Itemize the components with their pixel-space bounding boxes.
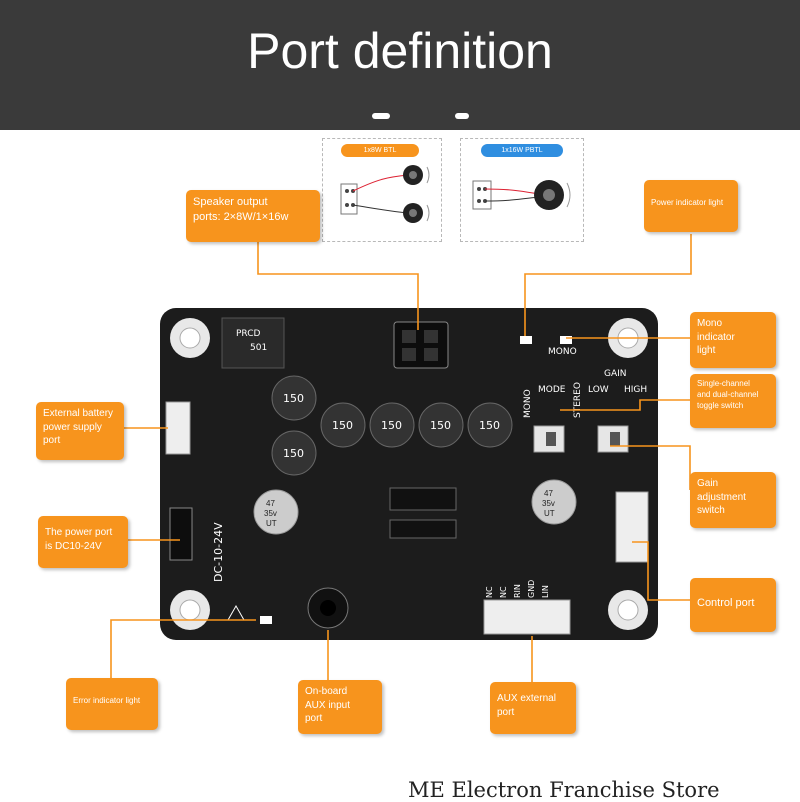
page-title: Port definition xyxy=(247,23,553,79)
pin-label: LIN xyxy=(541,585,550,598)
label-line: Mono xyxy=(697,318,723,329)
capacitor-label: 35v xyxy=(542,499,555,508)
inductors xyxy=(271,375,513,476)
battery-port-label: External battery power supply port xyxy=(36,402,124,460)
power-port-label: The power port is DC10-24V xyxy=(38,516,128,568)
inductor-label: 150 xyxy=(430,419,451,432)
power-led xyxy=(520,336,532,344)
label-line: port xyxy=(43,435,61,446)
header-banner: Port definition xyxy=(0,0,800,130)
label-line: External battery xyxy=(43,408,114,419)
label-line: is DC10-24V xyxy=(45,540,102,552)
inductor-label: 150 xyxy=(283,447,304,460)
pin-label: NC xyxy=(485,586,494,598)
inductor-label: 150 xyxy=(332,419,353,432)
inset-pbtl-pill: 1x16W PBTL xyxy=(481,144,563,157)
stereo-label: STEREO xyxy=(573,382,583,418)
pin-label: RIN xyxy=(513,584,522,598)
capacitor-right xyxy=(531,479,577,525)
label-line: Speaker output xyxy=(193,196,268,208)
label-line: The power port xyxy=(45,527,113,538)
gain-switch-label: Gain adjustment switch xyxy=(690,472,776,528)
mono-indicator-label: Mono indicator light xyxy=(690,312,776,368)
power-module xyxy=(221,317,285,369)
mono-led-label: MONO xyxy=(548,347,577,357)
aux-input-label: On-board AUX input port xyxy=(298,680,382,734)
inset-btl-speakers xyxy=(340,165,430,223)
low-label: LOW xyxy=(588,385,609,395)
control-connector xyxy=(615,491,649,563)
callout-lines xyxy=(110,234,692,682)
label-line: Single-channel xyxy=(697,379,750,388)
dc-voltage-label: DC-10-24V xyxy=(212,522,225,582)
capacitor-label: UT xyxy=(266,519,277,528)
capacitor-label: 35v xyxy=(264,509,277,518)
power-indicator-label: Power indicator light xyxy=(644,180,738,232)
label-line: and dual-channel xyxy=(697,389,759,399)
battery-connector xyxy=(165,401,191,455)
label-line: power supply xyxy=(43,421,102,433)
capacitor-left xyxy=(253,489,299,535)
inductor-label: 150 xyxy=(479,419,500,432)
store-watermark: ME Electron Franchise Store xyxy=(408,778,720,802)
carousel-dot-active[interactable] xyxy=(372,113,390,119)
inset-pbtl-diagram: 1x16W PBTL xyxy=(460,138,584,242)
inductor-label: 150 xyxy=(381,419,402,432)
inset-pbtl-speaker xyxy=(472,180,571,210)
mono-label: MONO xyxy=(523,389,533,418)
amp-chip xyxy=(389,487,457,511)
pin-label: GND xyxy=(527,580,536,598)
label-line: light xyxy=(697,345,716,356)
carousel-dot[interactable] xyxy=(455,113,469,119)
label-line: On-board xyxy=(305,686,348,697)
capacitor-label: 47 xyxy=(266,499,275,508)
model-label-1: PRCD xyxy=(236,329,261,339)
speaker-terminal xyxy=(393,321,449,369)
high-label: HIGH xyxy=(624,385,647,395)
aux-header xyxy=(483,599,571,635)
channel-switch-label: Single-channel and dual-channel toggle s… xyxy=(690,374,776,428)
amp-chip xyxy=(389,519,457,539)
error-led xyxy=(260,616,272,624)
label-line: adjustment xyxy=(697,491,746,503)
label-line: indicator xyxy=(697,331,735,343)
dc-jack xyxy=(169,507,193,561)
error-indicator-label: Error indicator light xyxy=(66,678,158,730)
label-line: port xyxy=(305,713,323,724)
control-port-label: Control port xyxy=(690,578,776,632)
aux-external-label: AUX external port xyxy=(490,682,576,734)
label-line: toggle switch xyxy=(697,400,744,410)
speaker-output-label: Speaker output ports: 2×8W/1×16w xyxy=(186,190,320,242)
capacitor-label: UT xyxy=(544,509,555,518)
gain-label: GAIN xyxy=(604,369,627,379)
label-line: AUX external xyxy=(497,693,556,704)
label-line: ports: 2×8W/1×16w xyxy=(193,210,289,223)
inset-btl-diagram: 1x8W BTL xyxy=(322,138,442,242)
label-line: Gain xyxy=(697,478,719,489)
pin-label: NC xyxy=(499,586,508,598)
inset-btl-pill: 1x8W BTL xyxy=(341,144,419,157)
model-label-2: 501 xyxy=(250,343,267,353)
mode-label: MODE xyxy=(538,385,566,395)
capacitor-label: 47 xyxy=(544,489,553,498)
label-line: port xyxy=(497,706,515,718)
mono-led xyxy=(560,336,572,344)
inductor-label: 150 xyxy=(283,392,304,405)
label-line: switch xyxy=(697,505,725,516)
label-line: AUX input xyxy=(305,699,351,711)
